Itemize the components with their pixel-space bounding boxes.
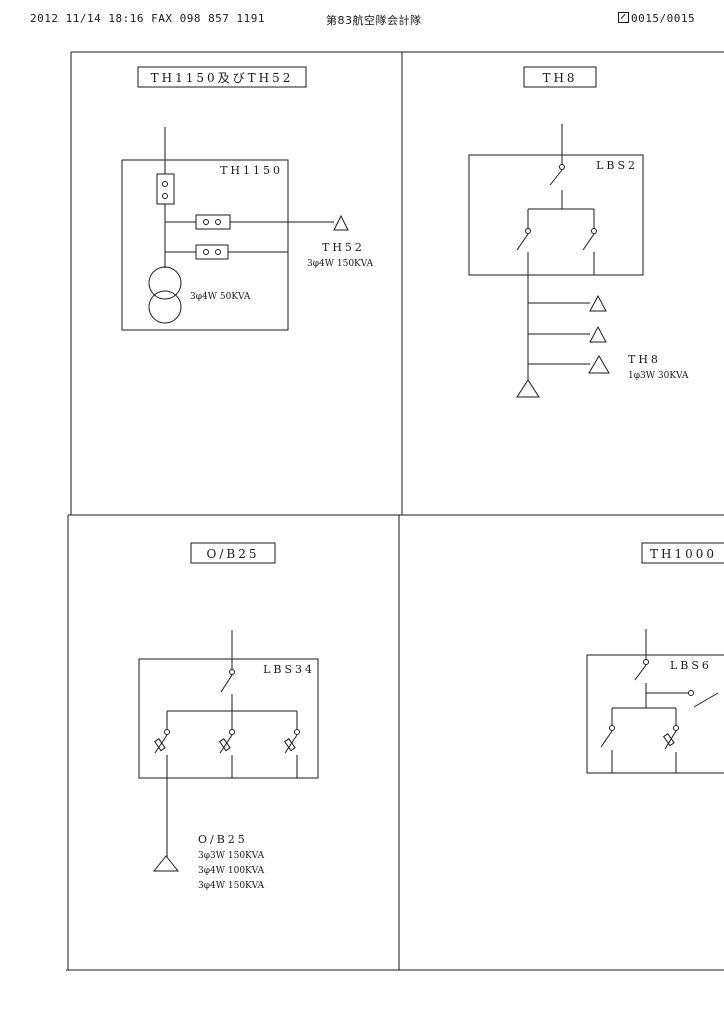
substation-box [468,154,644,276]
substation-label: LBS34 [263,663,315,676]
substation-label: LBS2 [596,159,638,172]
fuse-element [662,733,675,747]
fuse-switch [664,730,677,750]
load-ob25-spec-2: 3φ4W 100KVA [198,866,265,876]
transformer-coil-lower [148,290,182,324]
fuse-element-1 [153,738,166,752]
panel-title: TH1150及びTH52 [151,71,294,85]
panel-title-box [137,66,307,88]
fuse-element-3 [283,738,296,752]
branch-switch-2 [582,233,595,251]
panel-title: TH1000 [650,547,717,561]
branch-fuse-2 [195,244,229,260]
load-triangle-down [516,379,540,398]
panel-ob25: O/B25 LBS34 O/B25 [138,542,319,891]
load-th52-label: TH52 [322,241,365,254]
fax-sender: 第83航空隊会計隊 [326,14,422,27]
fuse-element-2 [218,738,231,752]
panel-title-box [523,66,597,88]
branch-switch-1 [516,233,529,251]
load-th8-label: TH8 [628,353,661,366]
load-ob25-spec-1: 3φ3W 150KVA [198,851,265,861]
load-triangle-1 [589,294,607,312]
fax-page-icon [618,12,629,23]
branch-fuse-1 [195,214,231,230]
substation-box [121,159,289,331]
fax-datetime: 2012 11/14 18:16 FAX 098 857 1191 [30,12,266,25]
branch-switch-right [693,692,719,708]
load-triangle-2 [589,325,607,343]
substation-box [138,658,319,779]
fuse-switch-2 [219,734,233,754]
panel-th1150-th52: TH1150及びTH52 TH1150 3φ4W 50KVA TH52 3φ4W… [121,66,374,331]
load-ob25-label: O/B25 [198,833,248,846]
substation-box [586,654,724,774]
main-switch-blade [634,664,647,681]
main-switch-blade [549,169,563,186]
main-switch-blade [220,674,233,693]
load-th52-triangle [333,214,349,231]
load-ob25-spec-3: 3φ4W 150KVA [198,881,265,891]
branch-switch-1 [600,730,613,748]
substation-label: LBS6 [670,659,712,672]
panel-th1000: TH1000 LBS6 [586,542,724,774]
panel-title: TH8 [542,71,577,85]
fuse-switch-1 [154,734,168,754]
transformer-spec: 3φ4W 50KVA [190,292,251,302]
substation-label: TH1150 [220,164,283,177]
load-th52-spec: 3φ4W 150KVA [307,259,374,269]
load-ob25-triangle [152,855,180,872]
fax-page-number: 0015/0015 [618,12,695,25]
fax-page-count: 0015/0015 [631,12,696,25]
transformer-coil-upper [148,266,182,300]
panel-title-box [190,542,276,564]
panel-title-box [641,542,724,564]
load-th8-spec: 1φ3W 30KVA [628,371,689,381]
fuse-switch-3 [284,734,298,754]
main-fuse [156,173,175,205]
panel-title: O/B25 [207,547,260,561]
load-th8-triangle [588,355,610,374]
panel-th8: TH8 LBS2 TH8 1φ3W 30KV [468,66,689,398]
page-frame [66,51,724,971]
